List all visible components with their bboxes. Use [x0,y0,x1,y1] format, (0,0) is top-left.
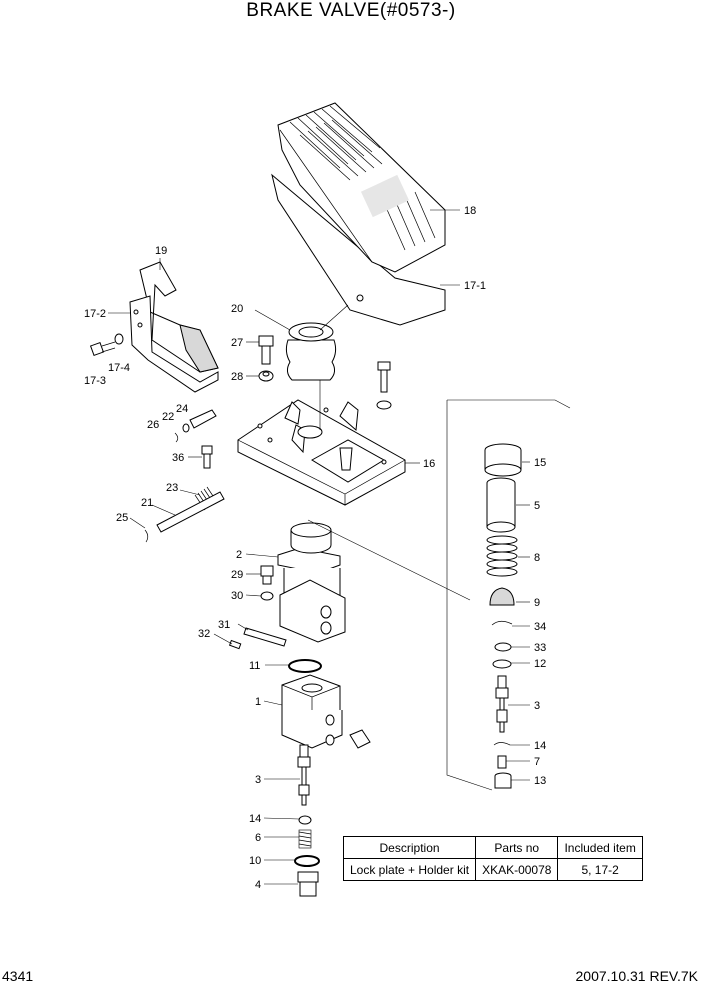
ring-14[interactable] [298,815,312,825]
label-23: 23 [166,482,178,494]
clip-26[interactable] [174,432,179,443]
valve-body-1[interactable] [281,674,371,749]
clip-14-right[interactable] [493,742,511,746]
label-2: 2 [236,549,242,561]
screw-32[interactable] [228,639,242,650]
callout-labels: 18 17-1 19 17-2 17-3 17-4 20 27 28 24 22… [84,205,546,891]
bolt-17-3[interactable] [89,341,116,357]
label-16: 16 [423,458,435,470]
label-4: 4 [255,879,261,891]
label-14-right: 14 [534,740,546,752]
washer-30[interactable] [260,591,274,601]
label-7: 7 [534,756,540,768]
kit-table: Description Parts no Included item Lock … [342,836,643,881]
label-17-3: 17-3 [84,375,106,387]
label-18: 18 [464,205,476,217]
plunger-3[interactable] [297,744,311,806]
cell-parts-no: XKAK-00078 [475,858,559,881]
bracket-19[interactable] [129,261,219,393]
leader-lines [108,209,530,885]
label-17-1: 17-1 [464,280,486,292]
shaft-21[interactable] [156,491,225,533]
label-17-4: 17-4 [108,362,130,374]
label-6: 6 [255,832,261,844]
label-3: 3 [255,774,261,786]
label-13: 13 [534,775,546,787]
plug-4[interactable] [297,871,319,897]
revision-date: 2007.10.31 REV.7K [575,968,698,984]
label-11: 11 [249,660,260,672]
label-12: 12 [534,658,546,670]
label-28: 28 [231,371,243,383]
clip-25[interactable] [144,529,149,543]
bellows-20[interactable] [285,322,337,381]
label-29: 29 [231,569,243,581]
bolt-29[interactable] [260,565,274,585]
label-14: 14 [249,813,261,825]
o-ring-10[interactable] [294,855,320,867]
plunger-3-right[interactable] [495,675,509,733]
header-included-item: Included item [557,836,643,859]
label-26: 26 [147,419,159,431]
cell-description: Lock plate + Holder kit [342,858,477,881]
plate-16[interactable] [237,399,406,506]
label-21: 21 [141,497,153,509]
spring-8[interactable] [486,535,518,577]
label-34: 34 [534,621,546,633]
header-description: Description [342,836,477,859]
label-15: 15 [534,457,546,469]
label-3-right: 3 [534,700,540,712]
cap-13[interactable] [494,772,512,789]
spring-7[interactable] [497,755,507,769]
label-17-2: 17-2 [84,308,106,320]
label-31: 31 [218,619,230,631]
o-ring-11[interactable] [288,659,322,673]
seat-9[interactable] [489,587,515,606]
pin-24[interactable] [189,409,217,429]
nut-28[interactable] [258,370,274,382]
page-title: BRAKE VALVE(#0573-) [246,0,456,21]
bolt-27[interactable] [258,335,274,365]
washer-12[interactable] [492,659,512,669]
label-22: 22 [162,411,174,423]
label-30: 30 [231,590,243,602]
kit-table-header: Description Parts no Included item [342,836,643,859]
label-33: 33 [534,642,546,654]
washer-17-4[interactable] [114,333,124,345]
label-20: 20 [231,303,243,315]
page-number: 4341 [2,968,34,984]
label-25: 25 [116,512,128,524]
collar-15[interactable] [484,443,522,477]
pedal-18[interactable] [271,102,446,326]
washer-33[interactable] [494,642,512,652]
spring-6[interactable] [298,829,312,849]
clip-34[interactable] [491,620,513,626]
label-9: 9 [534,597,540,609]
plate-31[interactable] [243,627,287,647]
label-8: 8 [534,552,540,564]
header-parts-no: Parts no [475,836,559,859]
table-row: Lock plate + Holder kit XKAK-00078 5, 17… [342,858,643,881]
valve-body-2[interactable] [277,522,346,643]
label-27: 27 [231,337,243,349]
label-19: 19 [155,245,167,257]
cell-included-item: 5, 17-2 [557,858,643,881]
bolt-36[interactable] [201,445,213,469]
label-5: 5 [534,500,540,512]
label-10: 10 [249,855,261,867]
label-24: 24 [176,403,188,415]
label-32: 32 [198,628,210,640]
sleeve-5[interactable] [486,477,516,533]
plate-bolt[interactable] [339,361,392,471]
label-36: 36 [172,452,184,464]
ring-22[interactable] [182,423,190,433]
label-1: 1 [255,696,261,708]
